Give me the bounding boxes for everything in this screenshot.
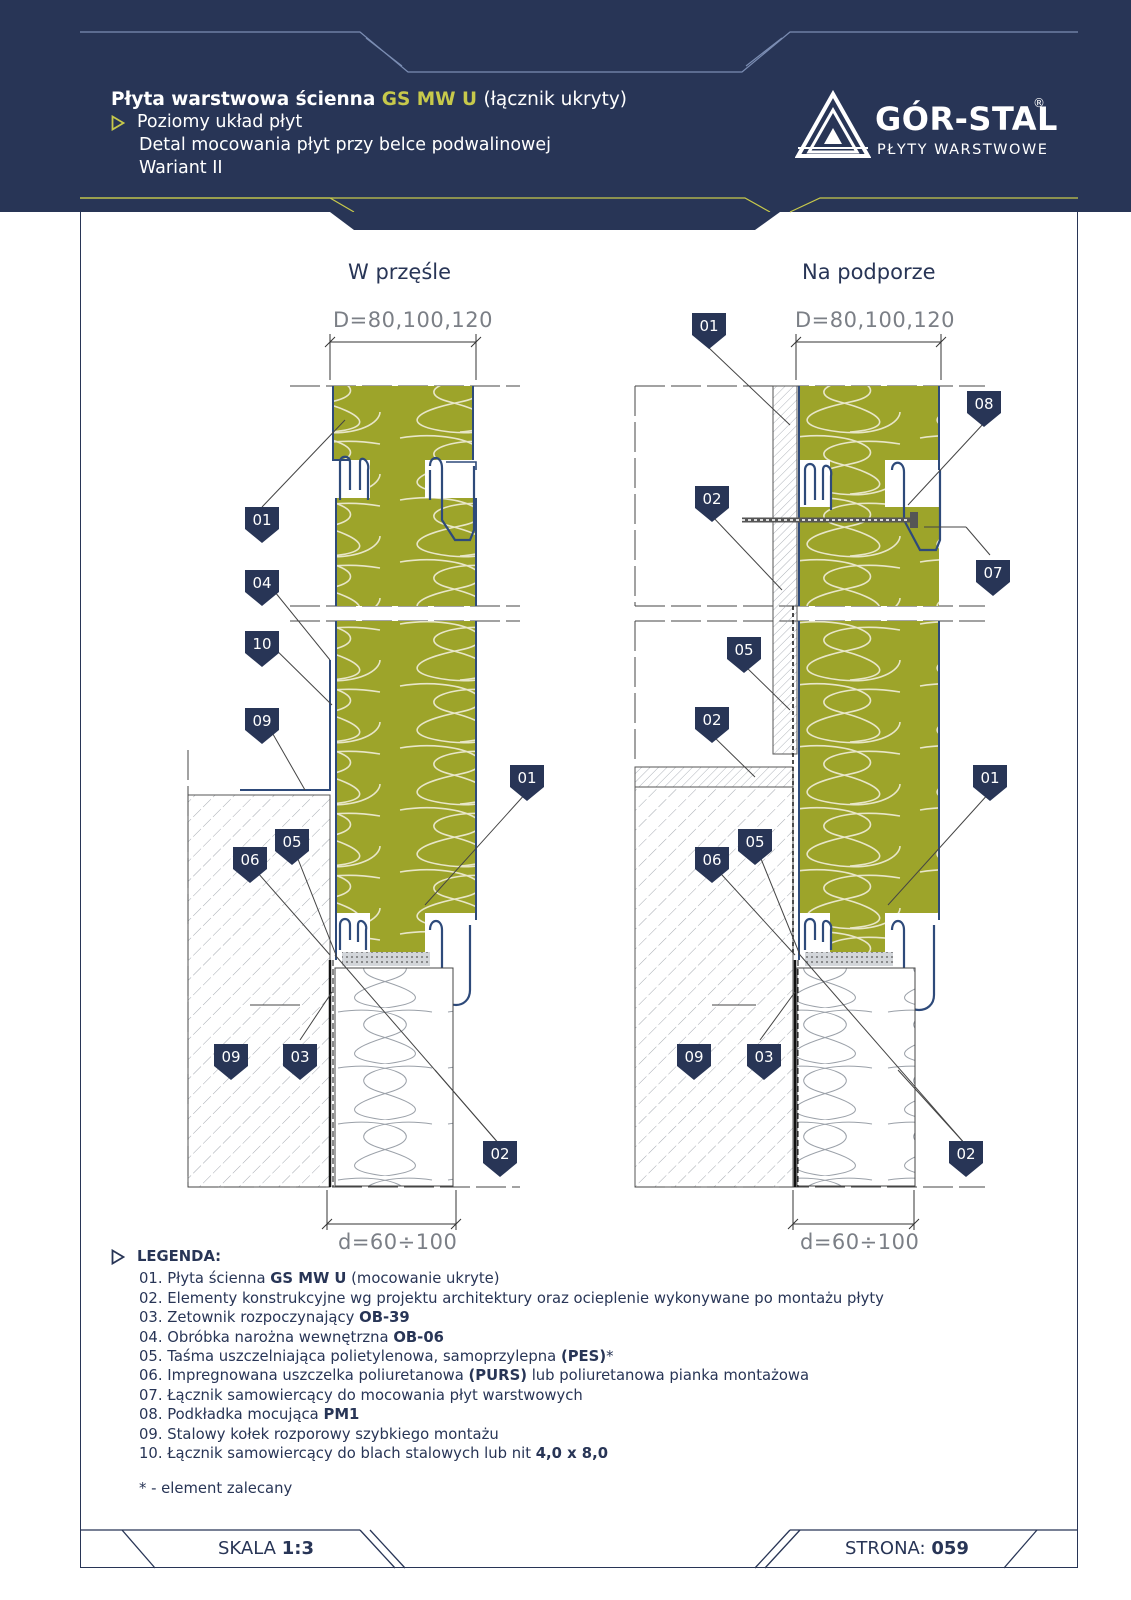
scale-label: SKALA	[218, 1538, 276, 1559]
dimension-panel-thickness-right: D=80,100,120	[795, 308, 956, 332]
callout-badge: 02	[949, 1141, 983, 1177]
header-title-block: Płyta warstwowa ścienna GS MW U (łącznik…	[111, 88, 627, 180]
callout-badge: 02	[483, 1141, 517, 1177]
svg-text:01: 01	[980, 769, 999, 787]
drawing-right	[634, 334, 991, 1230]
subtitle-variant: Wariant II	[139, 158, 223, 178]
callout-badge: 02	[695, 486, 729, 522]
title-product-code: GS MW U	[381, 89, 477, 110]
callout-badge: 01	[692, 313, 726, 349]
svg-text:08: 08	[974, 395, 993, 413]
logo-name: GÓR-STAL	[875, 100, 1058, 138]
legend: LEGENDA: 01. Płyta ścienna GS MW U (moco…	[111, 1247, 884, 1499]
svg-text:01: 01	[699, 317, 718, 335]
subtitle-layout: Poziomy układ płyt	[137, 112, 303, 132]
svg-text:06: 06	[702, 851, 721, 869]
callout-badge: 02	[695, 707, 729, 743]
legend-item: 01. Płyta ścienna GS MW U (mocowanie ukr…	[139, 1270, 500, 1288]
company-logo: GÓR-STAL ® PŁYTY WARSTWOWE	[794, 89, 1057, 164]
page-title: Płyta warstwowa ścienna GS MW U (łącznik…	[111, 88, 627, 111]
logo-tagline: PŁYTY WARSTWOWE	[877, 142, 1049, 158]
dimension-beam-left: d=60÷100	[338, 1230, 458, 1254]
svg-text:10: 10	[252, 635, 271, 653]
svg-text:05: 05	[282, 833, 301, 851]
page-info: STRONA: 059	[845, 1538, 969, 1559]
legend-item: 02. Elementy konstrukcyjne wg projektu a…	[139, 1289, 884, 1307]
legend-heading-text: LEGENDA:	[137, 1248, 222, 1265]
callout-badge: 05	[727, 637, 761, 673]
svg-text:02: 02	[702, 711, 721, 729]
svg-text:01: 01	[252, 511, 271, 529]
svg-text:06: 06	[240, 851, 259, 869]
dimension-panel-thickness-left: D=80,100,120	[333, 308, 494, 332]
callout-badge: 07	[976, 560, 1010, 596]
page-label: STRONA:	[845, 1538, 926, 1559]
drawing-left	[187, 334, 528, 1230]
callout-badge: 03	[283, 1044, 317, 1080]
callout-badge: 10	[245, 631, 279, 667]
logo-triangle-icon	[794, 89, 872, 158]
legend-item: 04. Obróbka narożna wewnętrzna OB-06	[139, 1328, 444, 1346]
drawing-frame	[80, 32, 1078, 1568]
legend-item: 05. Taśma uszczelniająca polietylenowa, …	[139, 1348, 614, 1366]
legend-item: 10. Łącznik samowiercący do blach stalow…	[139, 1445, 609, 1463]
header-decoration	[80, 31, 1078, 230]
svg-text:03: 03	[754, 1048, 773, 1066]
callout-badge: 01	[245, 507, 279, 543]
page-number: 059	[931, 1538, 969, 1559]
legend-item: 08. Podkładka mocująca PM1	[139, 1406, 360, 1424]
dimension-beam-right: d=60÷100	[800, 1230, 920, 1254]
section-title-left: W przęśle	[348, 260, 452, 284]
legend-item: 07. Łącznik samowiercący do mocowania pł…	[139, 1386, 583, 1404]
callout-badge: 05	[738, 829, 772, 865]
svg-text:03: 03	[290, 1048, 309, 1066]
logo-registered-mark: ®	[1033, 96, 1045, 110]
footer-decoration	[80, 1529, 1078, 1569]
legend-item: 09. Stalowy kołek rozporowy szybkiego mo…	[139, 1425, 499, 1443]
scale-info: SKALA 1:3	[218, 1538, 314, 1559]
callout-badge: 03	[747, 1044, 781, 1080]
callout-badge: 05	[275, 829, 309, 865]
callout-badge: 06	[233, 847, 267, 883]
svg-text:09: 09	[221, 1048, 240, 1066]
scale-value: 1:3	[281, 1538, 314, 1559]
title-prefix: Płyta warstwowa ścienna	[111, 89, 376, 110]
subtitle-detail: Detal mocowania płyt przy belce podwalin…	[139, 135, 551, 155]
legend-footnote: * - element zalecany	[139, 1480, 293, 1498]
callout-badge: 09	[245, 708, 279, 744]
section-title-right: Na podporze	[802, 260, 936, 284]
triangle-bullet-icon	[111, 1248, 125, 1265]
svg-text:09: 09	[252, 712, 271, 730]
subtitle-line-1: Poziomy układ płyt	[111, 111, 627, 134]
callout-badge: 04	[245, 570, 279, 606]
triangle-bullet-icon	[111, 114, 125, 131]
title-suffix: (łącznik ukryty)	[483, 89, 628, 110]
callout-badge: 01	[973, 765, 1007, 801]
header-band	[0, 0, 1131, 212]
svg-text:01: 01	[517, 769, 536, 787]
svg-text:02: 02	[490, 1145, 509, 1163]
legend-item: 03. Zetownik rozpoczynający OB-39	[139, 1309, 410, 1327]
svg-text:02: 02	[702, 490, 721, 508]
legend-heading: LEGENDA:	[111, 1247, 884, 1266]
callout-badge: 06	[695, 847, 729, 883]
svg-text:02: 02	[956, 1145, 975, 1163]
legend-item: 06. Impregnowana uszczelka poliuretanowa…	[139, 1367, 810, 1385]
callout-badges: 01 04 10 09 01 05 06 09 03 02 01 08 02 07 05 02 01 05 06 09…	[214, 313, 1010, 1177]
callout-badge: 09	[214, 1044, 248, 1080]
callout-badge: 01	[510, 765, 544, 801]
callout-badge: 08	[967, 391, 1001, 427]
svg-text:05: 05	[745, 833, 764, 851]
svg-text:09: 09	[684, 1048, 703, 1066]
svg-text:05: 05	[734, 641, 753, 659]
callout-badge: 09	[677, 1044, 711, 1080]
svg-text:07: 07	[983, 564, 1002, 582]
svg-text:04: 04	[252, 574, 271, 592]
legend-list: 01. Płyta ścienna GS MW U (mocowanie ukr…	[111, 1269, 884, 1463]
